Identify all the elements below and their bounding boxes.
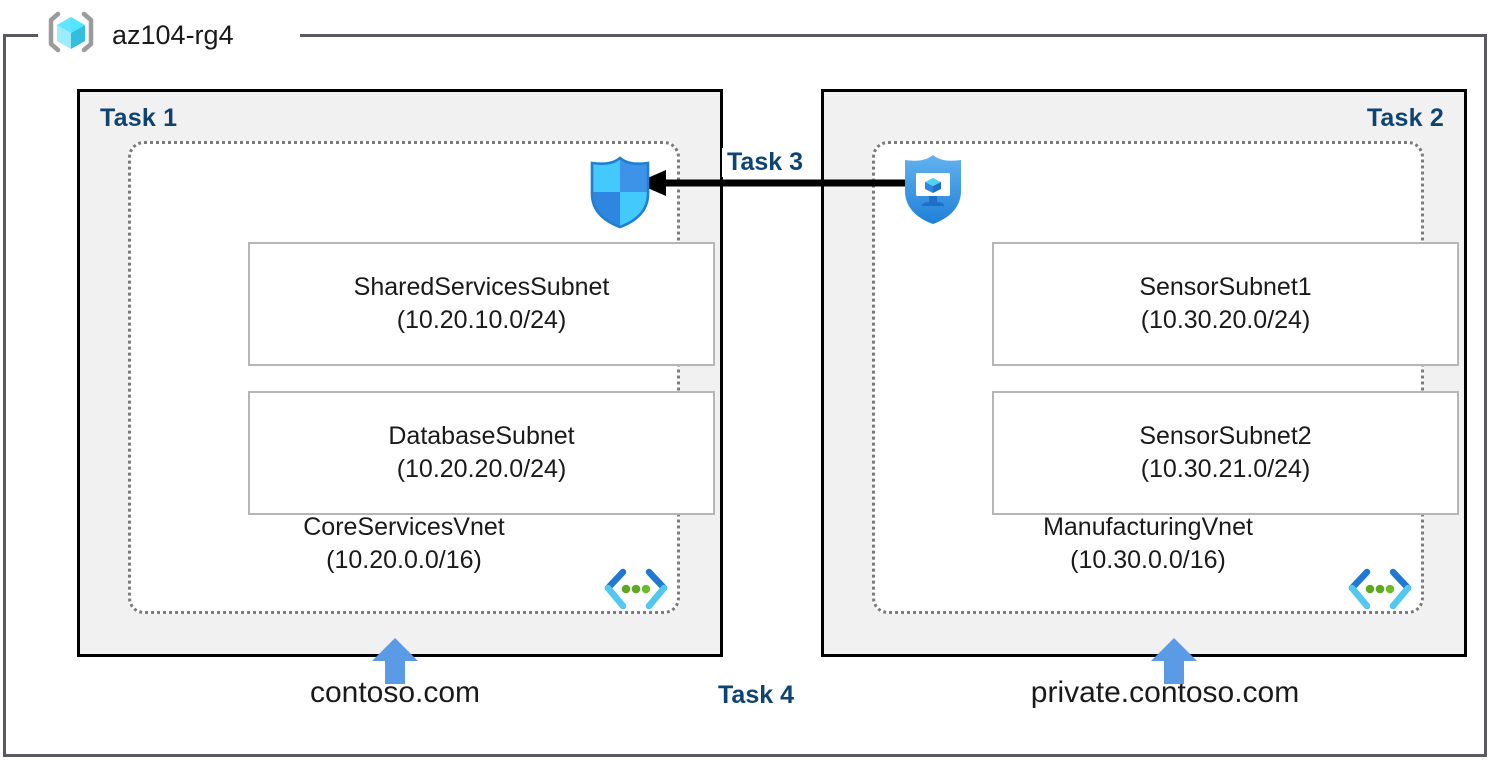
up-arrow-icon bbox=[371, 636, 419, 684]
up-arrow-icon bbox=[1150, 636, 1198, 684]
subnet-cidr: (10.30.20.0/24) bbox=[1140, 306, 1311, 334]
resource-group-title-notch bbox=[38, 24, 300, 46]
vnet-core-services: SharedServicesSubnet (10.20.10.0/24) Dat… bbox=[128, 141, 715, 614]
task-3-label: Task 3 bbox=[722, 148, 808, 177]
vm-shield-icon bbox=[895, 151, 971, 227]
resource-group-title: az104-rg4 bbox=[112, 19, 234, 50]
subnet-name: DatabaseSubnet bbox=[388, 422, 575, 450]
task-1-label: Task 1 bbox=[100, 104, 178, 132]
subnet-shared-services: SharedServicesSubnet (10.20.10.0/24) bbox=[248, 242, 715, 366]
resource-group-cube-icon bbox=[44, 8, 98, 62]
subnet-name: SensorSubnet2 bbox=[1139, 422, 1312, 450]
vnet-name: CoreServicesVnet bbox=[303, 513, 505, 541]
resource-group-frame bbox=[3, 34, 1487, 757]
subnet-name: SharedServicesSubnet bbox=[353, 273, 610, 301]
subnet-cidr: (10.20.10.0/24) bbox=[396, 306, 567, 334]
subnet-sensor-2: SensorSubnet2 (10.30.21.0/24) bbox=[992, 391, 1459, 515]
vnet-caption: CoreServicesVnet (10.20.0.0/16) bbox=[131, 511, 677, 577]
subnet-name: SensorSubnet1 bbox=[1139, 273, 1312, 301]
vnet-caption: ManufacturingVnet (10.30.0.0/16) bbox=[875, 511, 1421, 577]
task-4-label: Task 4 bbox=[718, 681, 794, 709]
left-arrow-icon bbox=[636, 166, 926, 200]
subnet-database: DatabaseSubnet (10.20.20.0/24) bbox=[248, 391, 715, 515]
subnet-cidr: (10.20.20.0/24) bbox=[396, 455, 567, 483]
shield-icon bbox=[582, 154, 658, 230]
virtual-network-icon bbox=[603, 567, 669, 613]
task-2-label: Task 2 bbox=[1366, 104, 1444, 132]
vnet-cidr: (10.30.0.0/16) bbox=[1070, 546, 1226, 574]
vnet-cidr: (10.20.0.0/16) bbox=[326, 546, 482, 574]
subnet-cidr: (10.30.21.0/24) bbox=[1140, 455, 1311, 483]
subnet-sensor-1: SensorSubnet1 (10.30.20.0/24) bbox=[992, 242, 1459, 366]
vnet-name: ManufacturingVnet bbox=[1043, 513, 1253, 541]
resource-group-header: az104-rg4 bbox=[44, 6, 234, 64]
virtual-network-icon bbox=[1347, 567, 1413, 613]
vnet-manufacturing: SensorSubnet1 (10.30.20.0/24) SensorSubn… bbox=[872, 141, 1459, 614]
